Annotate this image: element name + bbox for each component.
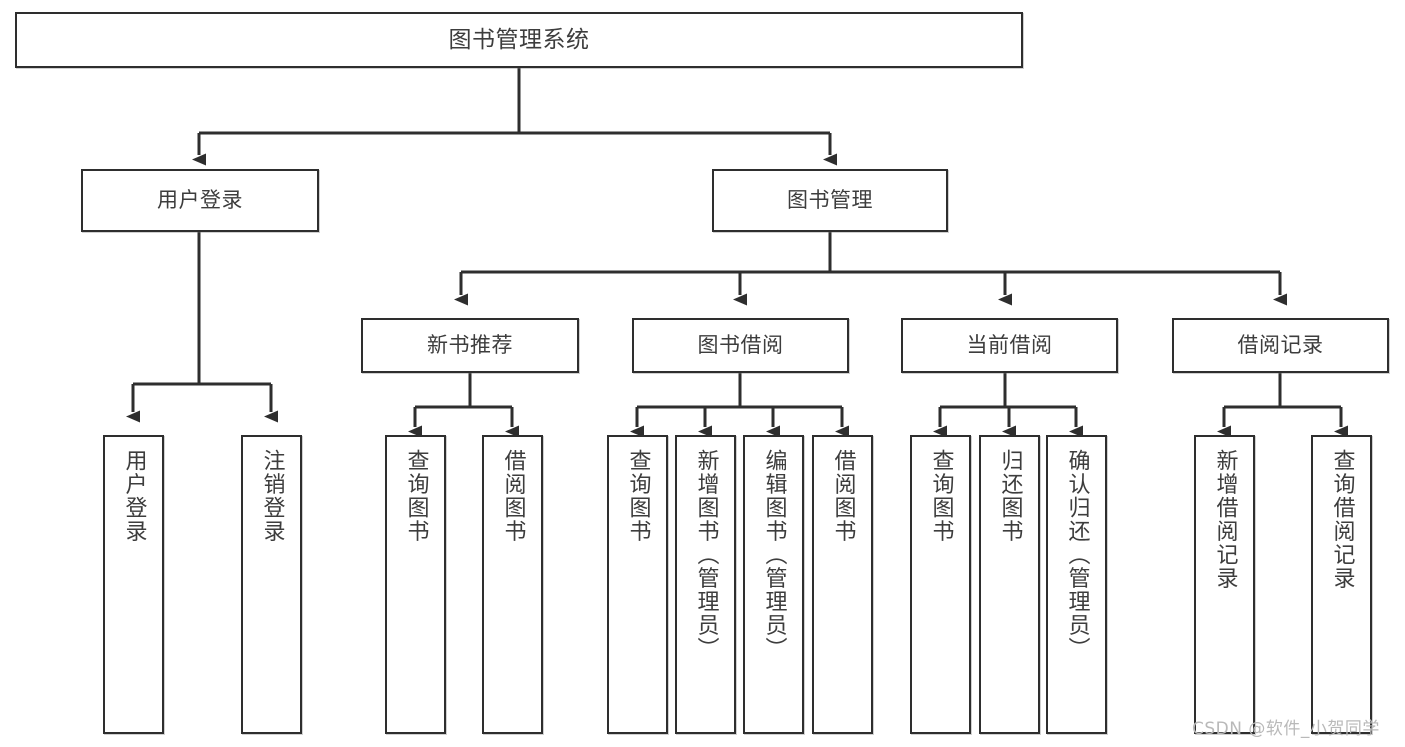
node-label: 图书借阅 <box>697 332 784 357</box>
node-label: 用户登录 <box>121 449 147 543</box>
node-label: 查询借阅记录 <box>1329 449 1355 590</box>
node-user-login[interactable]: 用户登录 <box>81 169 319 232</box>
leaf-borrow-books-newbook[interactable]: 借阅图书 <box>482 435 543 734</box>
node-label: 借阅记录 <box>1237 332 1324 357</box>
node-borrow-records[interactable]: 借阅记录 <box>1172 318 1389 373</box>
leaf-edit-book-admin[interactable]: 编辑图书（管理员） <box>743 435 804 734</box>
node-book-borrowing[interactable]: 图书借阅 <box>632 318 849 373</box>
node-label: 新增借阅记录 <box>1212 449 1238 590</box>
node-label: 新书推荐 <box>427 332 513 357</box>
node-label: 查询图书 <box>403 449 429 543</box>
node-label: 用户登录 <box>157 187 243 212</box>
node-label: 新增图书（管理员） <box>693 449 719 661</box>
node-label: 图书管理 <box>787 187 873 212</box>
node-new-book-recommendation[interactable]: 新书推荐 <box>361 318 579 373</box>
node-label: 图书管理系统 <box>448 26 590 53</box>
leaf-logout[interactable]: 注销登录 <box>241 435 302 734</box>
node-root-book-management-system[interactable]: 图书管理系统 <box>15 12 1023 68</box>
leaf-query-borrow-record[interactable]: 查询借阅记录 <box>1311 435 1372 734</box>
leaf-borrow-books[interactable]: 借阅图书 <box>812 435 873 734</box>
node-label: 借阅图书 <box>830 449 856 543</box>
node-label: 查询图书 <box>625 449 651 543</box>
node-current-borrowing[interactable]: 当前借阅 <box>901 318 1118 373</box>
node-label: 归还图书 <box>997 449 1023 543</box>
leaf-query-books-current[interactable]: 查询图书 <box>910 435 971 734</box>
leaf-confirm-return-admin[interactable]: 确认归还（管理员） <box>1046 435 1107 734</box>
node-label: 确认归还（管理员） <box>1064 449 1090 661</box>
node-book-management[interactable]: 图书管理 <box>712 169 948 232</box>
leaf-user-login[interactable]: 用户登录 <box>103 435 164 734</box>
leaf-add-book-admin[interactable]: 新增图书（管理员） <box>675 435 736 734</box>
node-label: 注销登录 <box>259 449 285 543</box>
leaf-query-books-newbook[interactable]: 查询图书 <box>385 435 446 734</box>
node-label: 借阅图书 <box>500 449 526 543</box>
node-label: 当前借阅 <box>966 332 1053 357</box>
csdn-watermark: CSDN @软件_小贺同学 <box>1192 719 1380 739</box>
leaf-query-books-borrow[interactable]: 查询图书 <box>607 435 668 734</box>
leaf-add-borrow-record[interactable]: 新增借阅记录 <box>1194 435 1255 734</box>
leaf-return-books[interactable]: 归还图书 <box>979 435 1040 734</box>
node-label: 查询图书 <box>928 449 954 543</box>
node-label: 编辑图书（管理员） <box>761 449 787 661</box>
